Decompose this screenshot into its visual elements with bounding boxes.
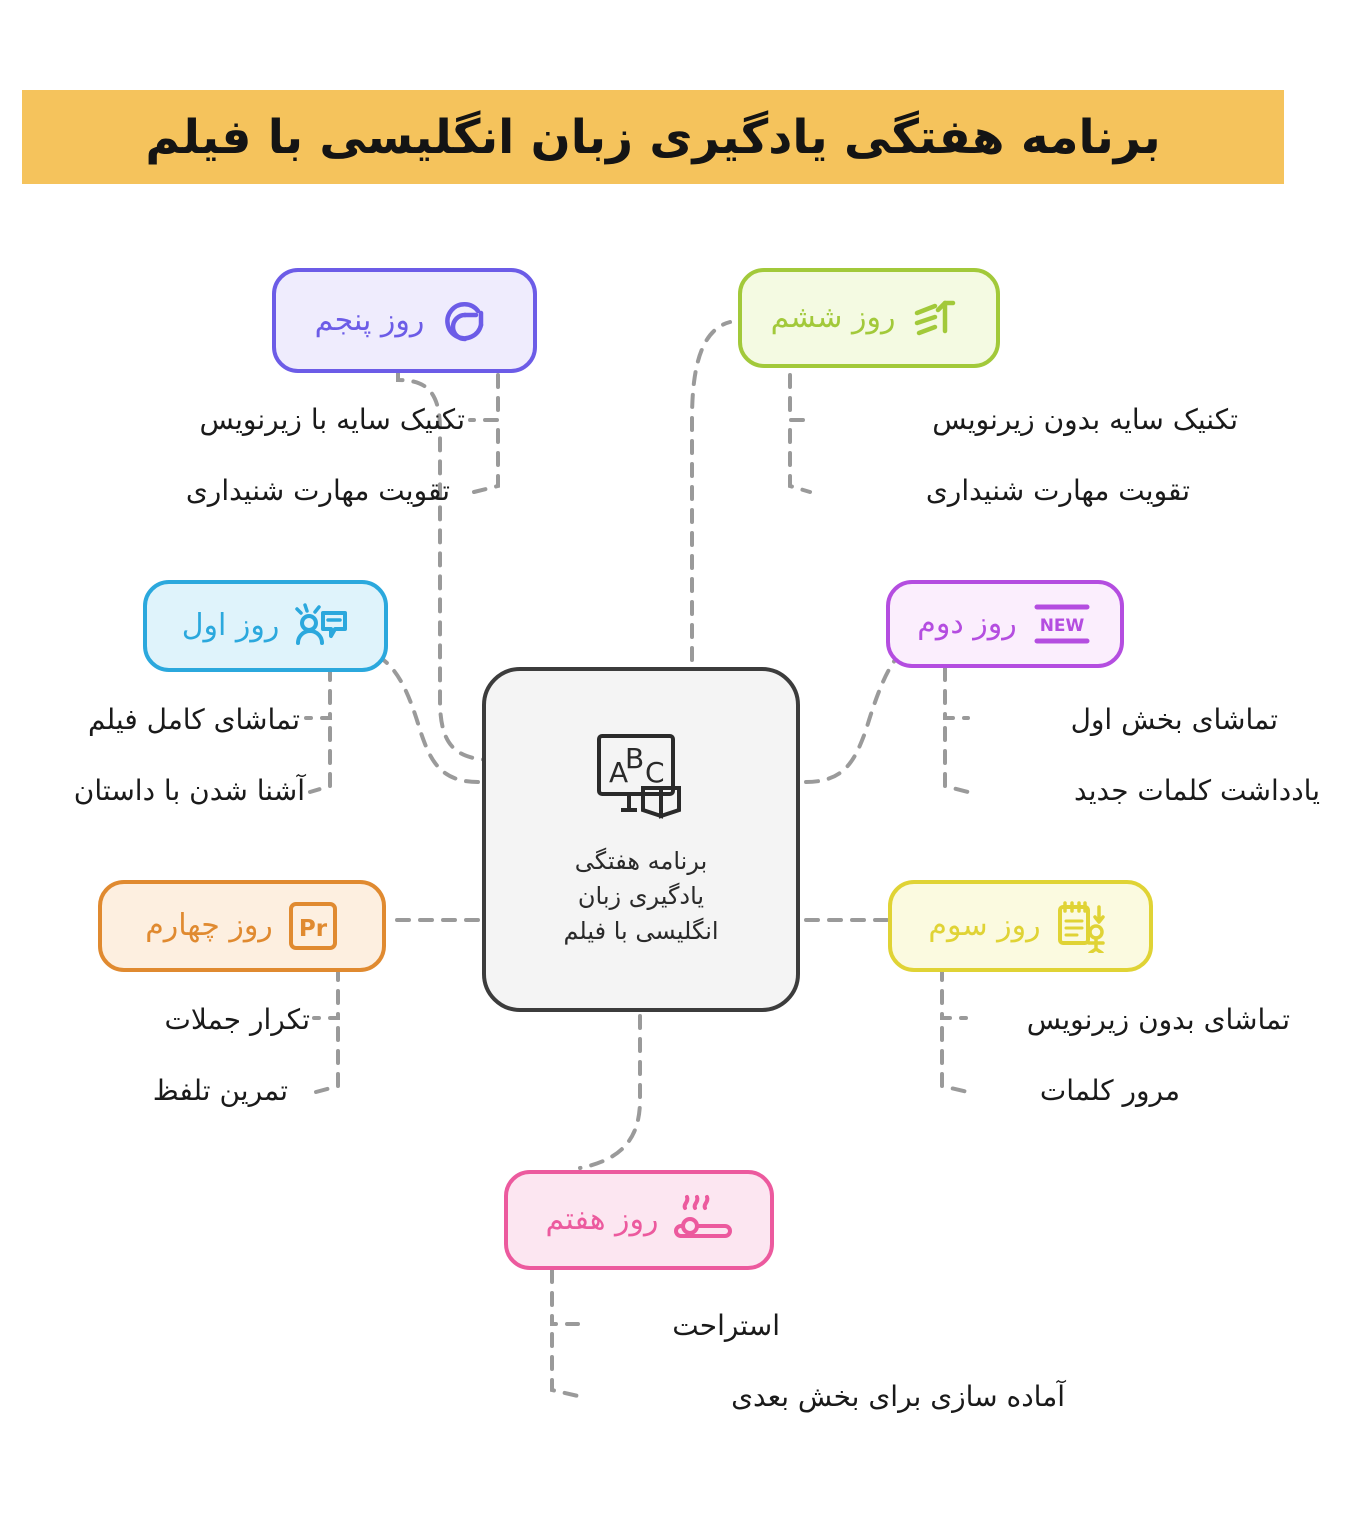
node-day-five-item-1: تقویت مهارت شنیداری <box>185 474 450 507</box>
svg-text:Pr: Pr <box>299 916 328 942</box>
node-day-two-label: روز دوم <box>917 606 1017 641</box>
svg-text:NEW: NEW <box>1039 616 1084 636</box>
notepad-person-icon <box>1055 899 1113 953</box>
central-label-line-1: برنامه هفتگی <box>574 847 708 876</box>
node-day-seven-item-1: آماده سازی برای بخش بعدی <box>731 1380 1065 1413</box>
svg-text:A: A <box>609 756 628 789</box>
node-day-four[interactable]: روز چهارم Pr <box>98 880 386 972</box>
person-speech-icon <box>293 601 349 651</box>
central-label-line-2: یادگیری زبان <box>577 882 705 911</box>
node-day-two-item-1: یادداشت کلمات جدید <box>1074 774 1320 807</box>
node-day-five-item-0: تکنیک سایه با زیرنویس <box>199 403 465 436</box>
node-day-four-label: روز چهارم <box>145 908 273 943</box>
node-day-six-item-1: تقویت مهارت شنیداری <box>925 474 1190 507</box>
central-label-line-3: انگلیسی با فیلم <box>563 916 719 945</box>
node-day-seven-label: روز هفتم <box>545 1202 659 1237</box>
node-day-three[interactable]: روز سوم <box>888 880 1153 972</box>
premiere-pro-icon: Pr <box>287 900 339 952</box>
node-day-six[interactable]: روز ششم <box>738 268 1000 368</box>
svg-text:B: B <box>625 742 644 775</box>
node-day-four-item-0: تکرار جملات <box>164 1003 310 1036</box>
node-day-two-item-0: تماشای بخش اول <box>1070 703 1278 736</box>
node-day-three-item-1: مرور کلمات <box>1039 1074 1180 1107</box>
node-day-seven[interactable]: روز هفتم <box>504 1170 774 1270</box>
central-node-label: برنامه هفتگی یادگیری زبان انگلیسی با فیل… <box>547 844 734 948</box>
page-title-banner: برنامه هفتگی یادگیری زبان انگلیسی با فیل… <box>22 90 1284 184</box>
page-title: برنامه هفتگی یادگیری زبان انگلیسی با فیل… <box>145 109 1161 165</box>
node-day-one[interactable]: روز اول <box>143 580 388 672</box>
node-day-four-item-1: تمرین تلفظ <box>152 1074 288 1107</box>
svg-text:C: C <box>645 756 665 789</box>
loop-refresh-icon <box>438 293 494 349</box>
node-day-one-item-0: تماشای کامل فیلم <box>87 703 300 736</box>
new-badge-icon: NEW <box>1031 601 1093 647</box>
node-day-three-item-0: تماشای بدون زیرنویس <box>1026 1003 1290 1036</box>
rest-sleep-icon <box>673 1192 733 1248</box>
node-day-six-item-0: تکنیک سایه بدون زیرنویس <box>932 403 1238 436</box>
node-day-two[interactable]: روز دوم NEW <box>886 580 1124 668</box>
node-day-six-label: روز ششم <box>770 300 896 335</box>
node-day-three-label: روز سوم <box>928 908 1041 943</box>
node-day-five[interactable]: روز پنجم <box>272 268 537 373</box>
node-day-five-label: روز پنجم <box>314 302 425 338</box>
node-day-seven-item-0: استراحت <box>672 1309 780 1342</box>
node-day-one-item-1: آشنا شدن با داستان <box>73 774 305 807</box>
speed-arrow-icon <box>909 293 967 343</box>
central-node[interactable]: A B C برنامه هفتگی یادگیری زبان انگلیسی … <box>482 667 800 1012</box>
abc-board-book-icon: A B C <box>581 730 701 830</box>
node-day-one-label: روز اول <box>181 608 280 643</box>
